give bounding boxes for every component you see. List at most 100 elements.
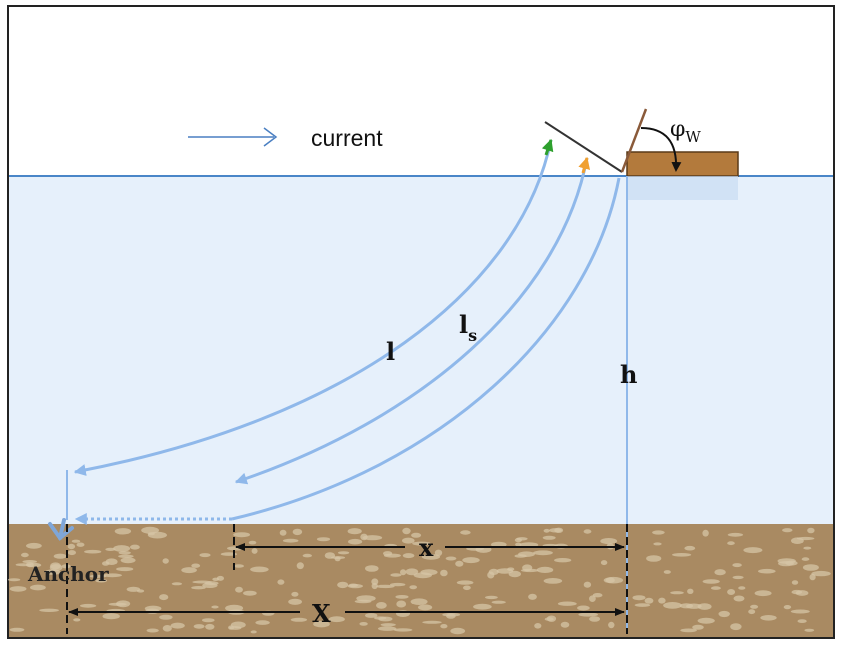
pebble <box>603 576 624 584</box>
pebble <box>76 542 85 547</box>
pebble <box>50 562 61 570</box>
pebble <box>290 617 308 622</box>
pebble <box>534 623 542 629</box>
pebble <box>543 578 563 584</box>
pebble <box>644 597 654 604</box>
pebble <box>790 609 810 614</box>
pebble <box>714 569 726 576</box>
pebble <box>485 595 498 600</box>
pebble <box>292 528 303 536</box>
pebble <box>21 552 29 558</box>
pebble <box>113 545 131 552</box>
pebble <box>412 541 431 546</box>
pebble <box>102 573 123 578</box>
pebble <box>577 605 590 611</box>
depth-label: h <box>620 360 637 389</box>
pebble <box>279 529 287 536</box>
pebble <box>199 553 211 558</box>
pebble <box>578 612 598 617</box>
pebble <box>302 553 312 558</box>
cable-lower-line <box>231 177 621 521</box>
pebble <box>95 578 108 583</box>
pebble <box>105 547 116 552</box>
pebble <box>434 549 443 556</box>
pebble <box>170 622 185 629</box>
pebble <box>359 622 368 626</box>
pebble <box>337 551 350 555</box>
pebble <box>663 602 682 609</box>
pebble <box>211 605 219 609</box>
pebble <box>487 571 495 579</box>
pebble <box>754 590 772 597</box>
pebble <box>159 594 169 601</box>
pebble <box>193 624 205 629</box>
pebble <box>710 586 721 590</box>
pebble <box>783 605 792 610</box>
pebble <box>393 628 413 632</box>
pebble <box>84 549 102 554</box>
pebble <box>533 550 553 556</box>
pebble <box>791 580 799 585</box>
pebble <box>462 557 480 564</box>
pebble <box>202 618 215 623</box>
pebble <box>680 628 697 633</box>
water-body <box>9 176 833 524</box>
pebble <box>600 538 618 545</box>
pebble <box>583 581 592 588</box>
pebble <box>22 560 37 564</box>
pebble <box>589 616 601 622</box>
pebble <box>421 553 441 560</box>
pebble <box>316 537 331 542</box>
pebble <box>243 590 257 596</box>
pebble <box>491 600 506 604</box>
pebble <box>748 609 756 615</box>
pebble <box>528 593 537 600</box>
pebble <box>456 580 474 585</box>
pebble <box>687 588 694 594</box>
pebble <box>191 563 201 568</box>
pebble <box>410 598 428 605</box>
pebble <box>608 621 615 629</box>
pebble <box>229 626 242 630</box>
pebble <box>162 558 169 564</box>
pebble <box>205 623 215 630</box>
pebble <box>233 564 244 568</box>
pebble <box>354 599 372 604</box>
angle-arm-line <box>620 108 648 173</box>
pebble <box>233 532 251 538</box>
pebble <box>79 603 97 608</box>
pebble <box>277 579 285 585</box>
pebble <box>718 610 730 618</box>
cable-ls-line <box>234 157 589 485</box>
pebble <box>390 573 402 577</box>
pebble <box>727 541 735 546</box>
pebble <box>760 615 777 621</box>
pebble <box>778 561 794 567</box>
pebble <box>371 578 379 585</box>
pebble <box>383 551 393 556</box>
pebble <box>600 560 608 566</box>
pebble <box>395 595 409 599</box>
pebble <box>727 532 744 537</box>
pebble <box>250 630 257 634</box>
pebble <box>592 593 603 598</box>
pebble <box>738 586 746 590</box>
pebble <box>120 557 136 564</box>
pebble <box>89 574 107 578</box>
pebble <box>296 562 304 570</box>
pebble <box>702 579 720 584</box>
pebble <box>337 581 349 589</box>
cable-l-line <box>73 139 553 476</box>
pebble <box>116 567 134 572</box>
current-label: current <box>311 125 383 151</box>
pebble <box>328 616 345 623</box>
angle-arc-arrow <box>640 127 682 172</box>
pebble <box>536 566 554 574</box>
pebble <box>330 556 346 560</box>
pebble <box>782 528 793 533</box>
pebble <box>288 598 302 605</box>
pebble <box>791 537 804 544</box>
pebble <box>646 555 662 562</box>
pebble <box>126 586 141 592</box>
pebble <box>804 628 815 632</box>
